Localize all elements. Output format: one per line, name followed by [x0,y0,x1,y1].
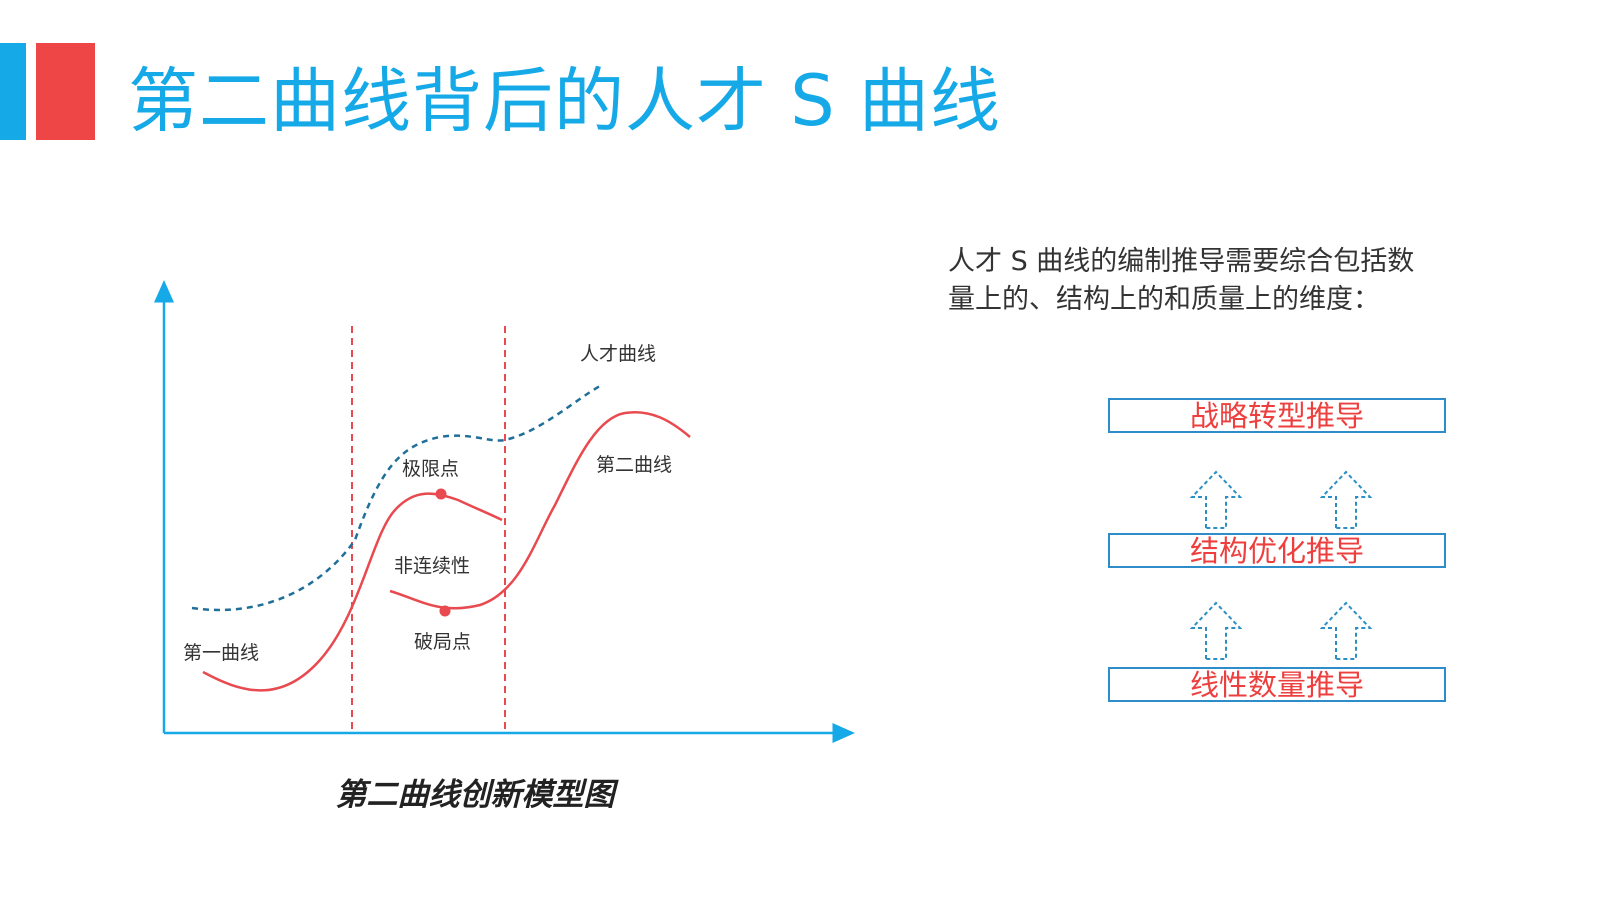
label-talent-curve: 人才曲线 [580,343,656,365]
up-arrow-icon [1319,601,1373,660]
step-box-structure-optimization: 结构优化推导 [1108,533,1446,568]
limit-point-marker [435,488,447,500]
label-second-curve: 第二曲线 [596,454,672,476]
step-box-linear-quantity: 线性数量推导 [1108,667,1446,702]
page-title: 第二曲线背后的人才 S 曲线 [128,60,1001,142]
intro-line-2: 量上的、结构上的和质量上的维度： [948,284,1380,315]
accent-bar-blue [0,43,26,140]
talent-curve [191,384,601,612]
label-discontinuity: 非连续性 [394,555,470,577]
first-curve [202,492,503,692]
second-curve [389,410,691,610]
label-first-curve: 第一曲线 [183,642,259,664]
up-arrow-icon [1189,470,1243,529]
up-arrow-icon [1319,470,1373,529]
diagram-caption: 第二曲线创新模型图 [335,777,615,813]
step-box-strategic-transformation: 战略转型推导 [1108,398,1446,433]
label-limit-point: 极限点 [402,458,459,480]
intro-line-1: 人才 S 曲线的编制推导需要综合包括数 [948,246,1415,277]
up-arrow-icon [1189,601,1243,660]
intro-text: 人才 S 曲线的编制推导需要综合包括数 量上的、结构上的和质量上的维度： [948,243,1488,319]
break-point-marker [439,605,451,617]
label-break-point: 破局点 [414,631,471,653]
accent-bar-red [36,43,95,140]
